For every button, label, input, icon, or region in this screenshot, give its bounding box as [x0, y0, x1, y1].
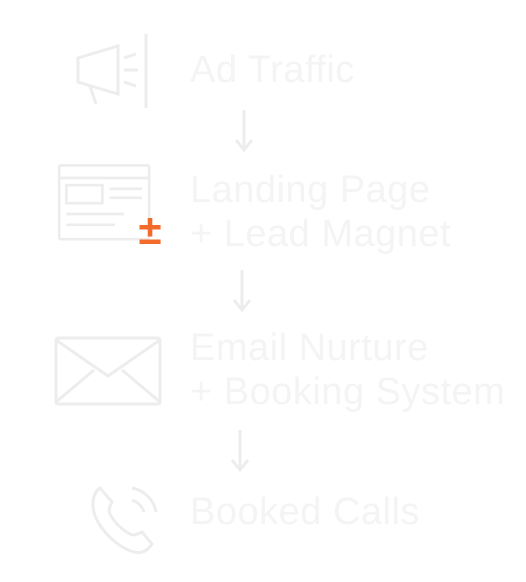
down-arrow-icon	[230, 430, 250, 473]
step-label-booking-system: + Booking System	[190, 371, 506, 413]
step-label-ad-traffic: Ad Traffic	[190, 49, 355, 91]
step-label-lead-magnet: + Lead Magnet	[190, 213, 452, 255]
landing-page-icon	[57, 164, 151, 241]
step-label-email-nurture: Email Nurture	[190, 327, 429, 369]
down-arrow-icon	[232, 270, 252, 313]
step-label-landing-page: Landing Page	[190, 169, 431, 211]
down-arrow-icon	[234, 110, 254, 153]
ad-traffic-icon	[76, 34, 148, 108]
lead-magnet-accent-icon: ±	[138, 206, 162, 253]
phone-icon	[91, 485, 158, 554]
step-label-booked-calls: Booked Calls	[190, 491, 420, 533]
email-icon	[54, 336, 162, 406]
